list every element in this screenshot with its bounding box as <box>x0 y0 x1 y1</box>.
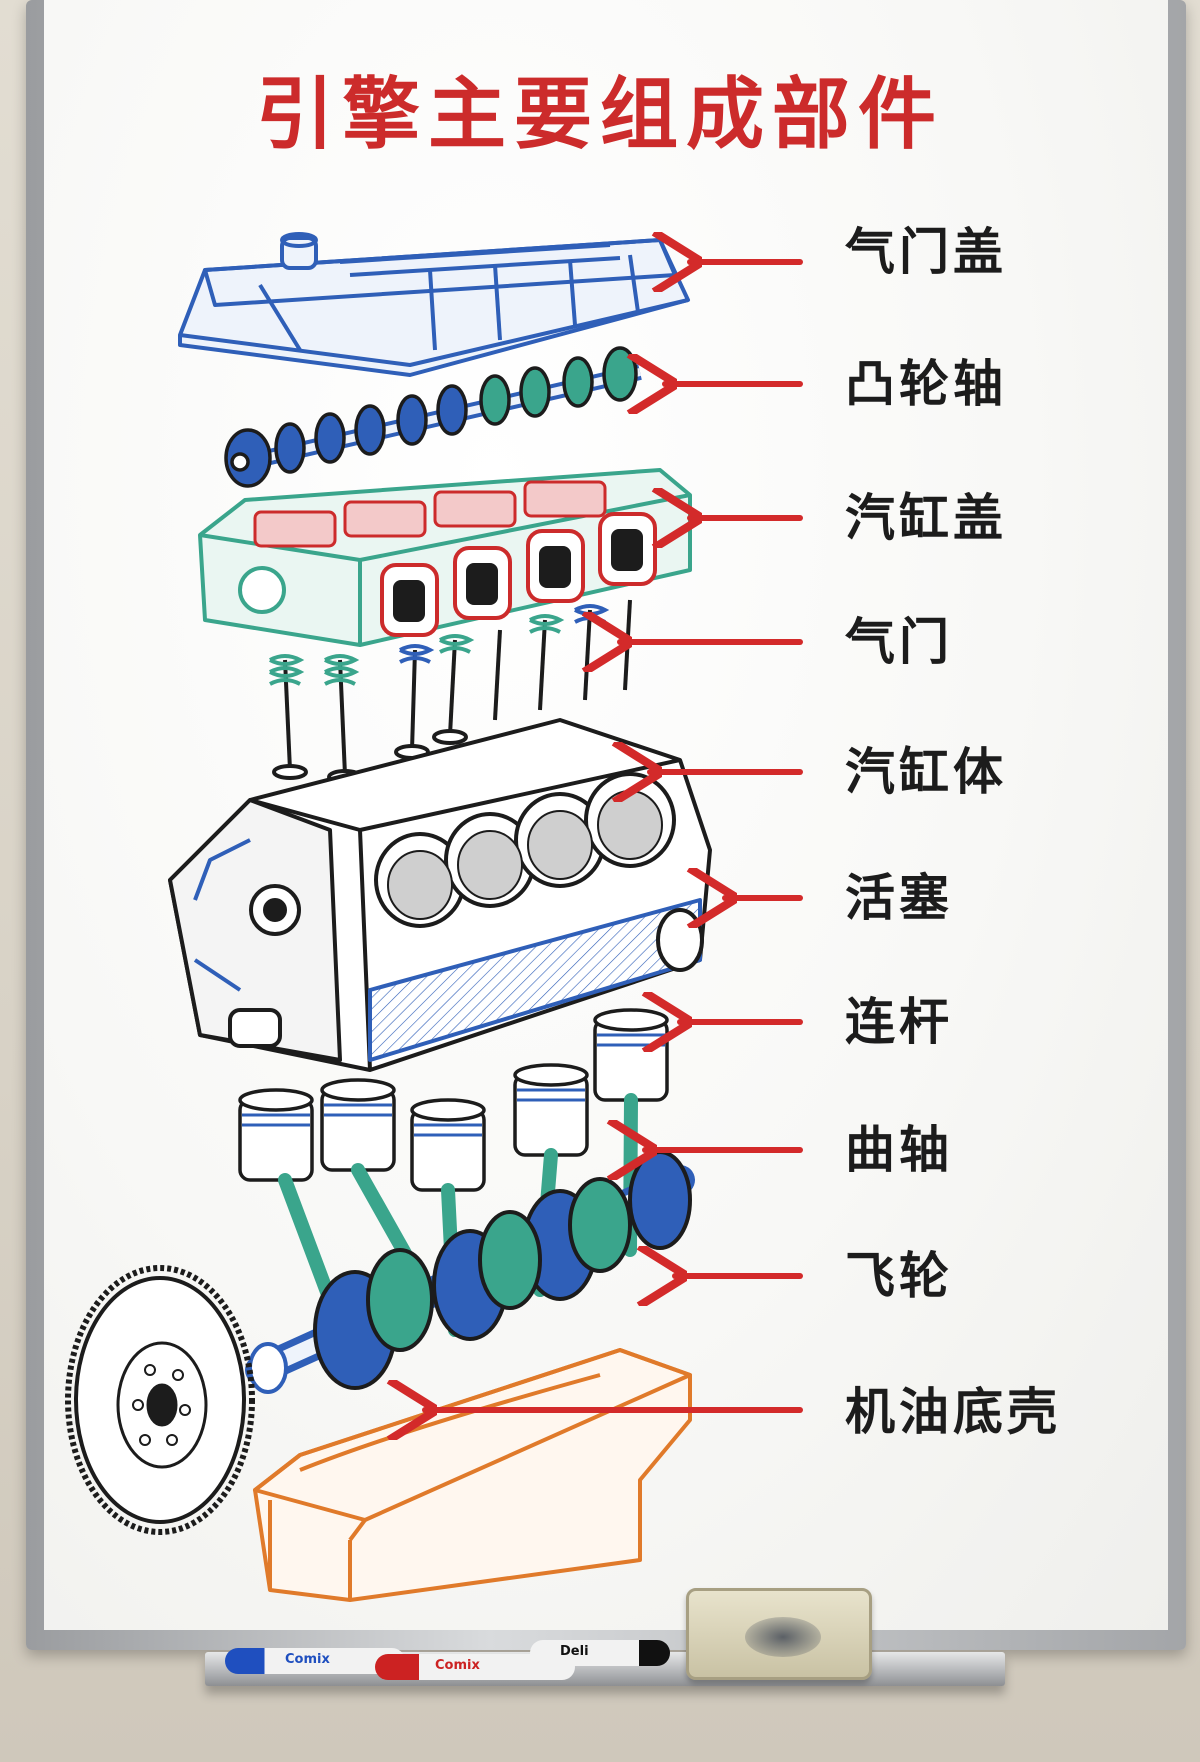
label-flywheel: 飞轮 <box>845 1246 953 1306</box>
marker-black-brand: Deli <box>560 1644 589 1659</box>
label-valve-cover: 气门盖 <box>845 222 1007 282</box>
label-cylinder-block: 汽缸体 <box>845 742 1007 802</box>
label-valve: 气门 <box>845 612 953 672</box>
label-piston: 活塞 <box>845 868 953 928</box>
label-cylinder-head: 汽缸盖 <box>845 488 1007 548</box>
cylinder-head-drawing <box>200 470 690 645</box>
label-crankshaft: 曲轴 <box>845 1120 953 1180</box>
eraser-smudge <box>745 1617 821 1657</box>
label-connecting-rod: 连杆 <box>845 992 953 1052</box>
label-oil-pan: 机油底壳 <box>845 1382 1061 1442</box>
marker-black[interactable]: Deli <box>530 1640 670 1666</box>
flywheel-drawing <box>68 1268 252 1532</box>
marker-red-brand: Comix <box>435 1658 480 1673</box>
whiteboard-eraser[interactable] <box>686 1588 872 1680</box>
marker-blue-brand: Comix <box>285 1652 330 1667</box>
label-camshaft: 凸轮轴 <box>845 354 1007 414</box>
oil-pan-drawing <box>255 1350 690 1600</box>
